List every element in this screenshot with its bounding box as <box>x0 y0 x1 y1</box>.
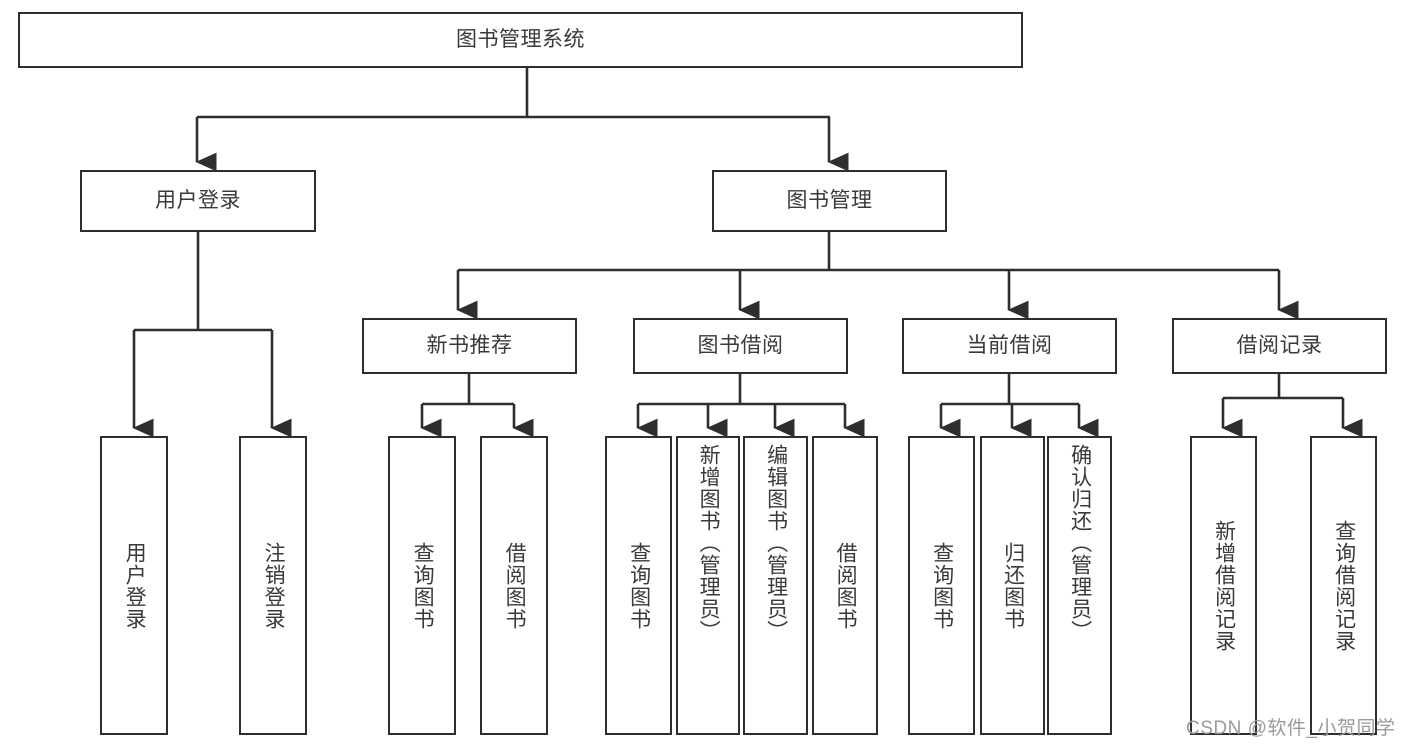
node-root-label: 图书管理系统 <box>456 28 585 52</box>
node-leaf-query-borrow-record-label: 查询借阅记录 <box>1332 519 1356 652</box>
node-current-borrow-label: 当前借阅 <box>966 334 1053 358</box>
node-leaf-logout[interactable]: 注销登录 <box>239 436 307 735</box>
node-leaf-confirm-return-admin[interactable]: 确认归还（管理员） <box>1047 436 1112 735</box>
node-leaf-user-login[interactable]: 用户登录 <box>100 436 168 735</box>
node-leaf-edit-book-admin[interactable]: 编辑图书（管理员） <box>743 436 808 735</box>
node-new-book-recommend[interactable]: 新书推荐 <box>362 318 577 374</box>
node-leaf-add-borrow-record[interactable]: 新增借阅记录 <box>1190 436 1257 735</box>
node-book-borrow[interactable]: 图书借阅 <box>633 318 848 374</box>
node-new-book-recommend-label: 新书推荐 <box>426 334 513 358</box>
node-leaf-user-login-label: 用户登录 <box>123 541 147 630</box>
node-book-management[interactable]: 图书管理 <box>712 170 947 232</box>
node-leaf-query-book-rec[interactable]: 查询图书 <box>388 436 456 735</box>
node-leaf-return-book[interactable]: 归还图书 <box>980 436 1045 735</box>
node-leaf-add-borrow-record-label: 新增借阅记录 <box>1212 519 1236 652</box>
node-leaf-borrow-book-rec[interactable]: 借阅图书 <box>480 436 548 735</box>
node-leaf-add-book-admin[interactable]: 新增图书（管理员） <box>676 436 740 735</box>
node-leaf-return-book-label: 归还图书 <box>1001 541 1025 630</box>
node-leaf-query-book-borrow-label: 查询图书 <box>627 541 651 630</box>
node-leaf-query-borrow-record[interactable]: 查询借阅记录 <box>1310 436 1377 735</box>
node-book-borrow-label: 图书借阅 <box>697 334 784 358</box>
node-current-borrow[interactable]: 当前借阅 <box>902 318 1117 374</box>
node-leaf-query-book-borrow[interactable]: 查询图书 <box>605 436 672 735</box>
csdn-watermark: CSDN @软件_小贺同学 <box>1186 718 1396 739</box>
node-leaf-query-book-rec-label: 查询图书 <box>411 541 435 630</box>
connector-lines <box>132 68 1363 438</box>
node-leaf-add-book-admin-label: 新增图书（管理员） <box>697 444 721 642</box>
node-leaf-borrow-book-rec-label: 借阅图书 <box>503 541 527 630</box>
node-leaf-borrow-book[interactable]: 借阅图书 <box>812 436 878 735</box>
node-borrow-record[interactable]: 借阅记录 <box>1172 318 1387 374</box>
node-borrow-record-label: 借阅记录 <box>1236 334 1323 358</box>
node-leaf-edit-book-admin-label: 编辑图书（管理员） <box>764 444 788 642</box>
node-user-login-label: 用户登录 <box>155 189 241 213</box>
node-leaf-query-book-current-label: 查询图书 <box>930 541 954 630</box>
node-leaf-query-book-current[interactable]: 查询图书 <box>908 436 975 735</box>
node-book-management-label: 图书管理 <box>786 189 873 213</box>
node-root-system[interactable]: 图书管理系统 <box>18 12 1023 68</box>
node-user-login[interactable]: 用户登录 <box>80 170 316 232</box>
node-leaf-borrow-book-label: 借阅图书 <box>834 541 858 630</box>
node-leaf-logout-label: 注销登录 <box>262 541 286 630</box>
node-leaf-confirm-return-admin-label: 确认归还（管理员） <box>1068 444 1092 642</box>
